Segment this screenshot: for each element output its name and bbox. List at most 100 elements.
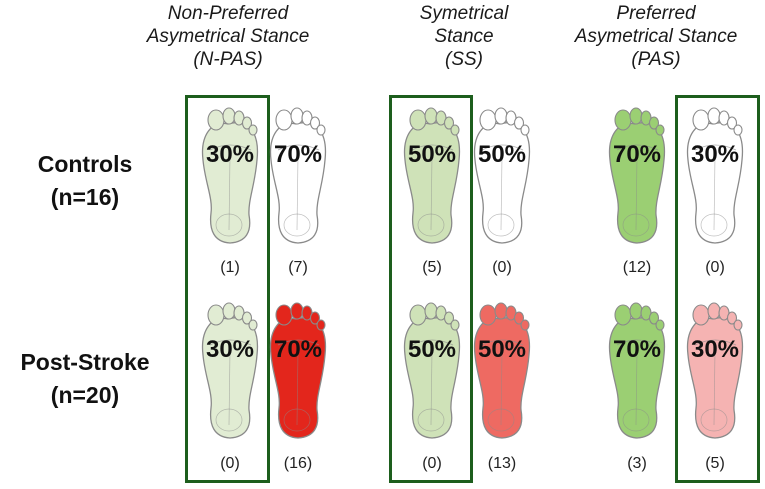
toe: [655, 124, 665, 136]
row-label-line: Post-Stroke: [20, 349, 150, 375]
toe: [655, 319, 665, 331]
toe: [520, 319, 530, 331]
toe: [309, 116, 321, 130]
column-header-ss: Symetrical Stance (SS): [364, 2, 564, 71]
toe: [520, 124, 530, 136]
foot-icon: [608, 107, 666, 244]
foot-sketch-line: [700, 408, 728, 432]
percentage-label: 50%: [478, 336, 526, 363]
row-label-controls: Controls (n=16): [0, 148, 170, 214]
toe: [316, 319, 326, 331]
toe: [479, 304, 497, 326]
column-header-line: (PAS): [631, 49, 681, 70]
toe: [692, 109, 710, 131]
foot-sketch-line: [430, 154, 433, 231]
foot-icon: [403, 107, 461, 244]
foot-sketch-line: [713, 349, 716, 426]
foot-sketch-line: [277, 144, 320, 151]
column-header-n-pas: Non-Preferred Asymetrical Stance (N-PAS): [128, 2, 328, 71]
column-header-line: Non-Preferred: [167, 3, 289, 24]
count-label: (12): [623, 259, 651, 276]
row-label-line: (n=20): [50, 382, 120, 408]
foot-icon: [269, 107, 327, 244]
count-label: (0): [705, 259, 725, 276]
foot-icon: [201, 107, 259, 244]
toe: [614, 304, 632, 326]
percentage-label: 50%: [478, 141, 526, 168]
foot-sketch-line: [481, 339, 524, 346]
toe: [494, 302, 508, 320]
column-header-line: Symetrical: [419, 3, 509, 24]
foot-sketch-line: [635, 154, 638, 231]
foot-sketch-line: [481, 144, 524, 151]
toe: [241, 116, 253, 130]
highlight-box-n-pas: [185, 95, 270, 483]
column-header-line: Stance: [434, 26, 494, 47]
toe: [222, 107, 236, 125]
foot-sketch-line: [209, 144, 252, 151]
percentage-label: 70%: [274, 336, 322, 363]
toe: [479, 109, 497, 131]
column-header-line: Asymetrical Stance: [146, 26, 310, 47]
foot-sketch-line: [215, 408, 243, 432]
foot-sketch-line: [209, 339, 252, 346]
toe: [513, 311, 525, 325]
toe: [648, 116, 660, 130]
foot-icon: [473, 302, 531, 439]
foot-sketch-line: [411, 144, 454, 151]
toe: [707, 302, 721, 320]
toe: [424, 107, 438, 125]
toe: [692, 304, 710, 326]
foot-sketch-line: [277, 339, 320, 346]
toe: [494, 107, 508, 125]
foot-sketch-line: [487, 408, 515, 432]
column-header-line: (SS): [445, 49, 483, 70]
highlight-box-ss: [389, 95, 473, 483]
toe: [222, 302, 236, 320]
foot-sketch-line: [283, 408, 311, 432]
foot-sketch-line: [411, 339, 454, 346]
row-label-post-stroke: Post-Stroke (n=20): [0, 346, 170, 412]
toe: [409, 109, 427, 131]
column-header-pas: Preferred Asymetrical Stance (PAS): [556, 2, 756, 71]
foot-sketch-line: [487, 213, 515, 237]
foot-sketch-line: [713, 154, 716, 231]
toe: [443, 116, 455, 130]
toe: [290, 302, 304, 320]
toe: [450, 319, 460, 331]
toe: [409, 304, 427, 326]
toe: [207, 109, 225, 131]
percentage-label: 70%: [274, 141, 322, 168]
toe: [614, 109, 632, 131]
foot-icon: [686, 107, 744, 244]
toe: [707, 107, 721, 125]
foot-sketch-line: [694, 144, 737, 151]
foot-sketch-line: [622, 213, 650, 237]
toe: [726, 116, 738, 130]
toe: [275, 109, 293, 131]
foot-sketch-line: [622, 408, 650, 432]
percentage-label: 30%: [691, 336, 739, 363]
toe: [629, 302, 643, 320]
toe: [513, 116, 525, 130]
foot-sketch-line: [430, 349, 433, 426]
percentage-label: 70%: [613, 336, 661, 363]
toe: [316, 124, 326, 136]
foot-sketch-line: [500, 154, 503, 231]
toe: [733, 124, 743, 136]
foot-icon: [269, 302, 327, 439]
count-label: (0): [220, 455, 240, 472]
toe: [443, 311, 455, 325]
column-header-line: (N-PAS): [193, 49, 263, 70]
count-label: (3): [627, 455, 647, 472]
foot-sketch-line: [635, 349, 638, 426]
count-label: (0): [422, 455, 442, 472]
percentage-label: 30%: [691, 141, 739, 168]
foot-sketch-line: [296, 349, 299, 426]
percentage-label: 50%: [408, 141, 456, 168]
toe: [309, 311, 321, 325]
foot-sketch-line: [500, 349, 503, 426]
foot-icon: [201, 302, 259, 439]
count-label: (5): [422, 259, 442, 276]
